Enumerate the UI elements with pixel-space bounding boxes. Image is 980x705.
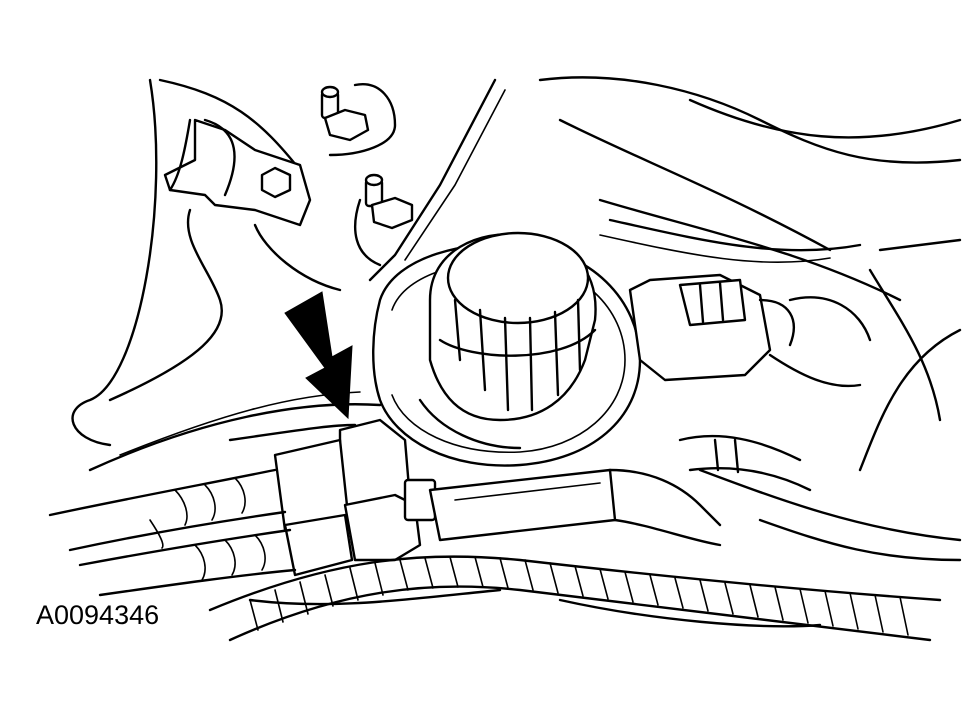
bolt-head-icon (260, 166, 292, 199)
plate-edge (368, 78, 497, 282)
figure-id-label: A0094346 (36, 600, 160, 630)
corrugated-conduit (208, 555, 942, 642)
pointer-arrow (284, 291, 353, 420)
mounting-bracket (163, 118, 342, 292)
background-body-lines (71, 76, 962, 628)
hoses-left (48, 468, 297, 597)
electrical-connector (628, 273, 872, 388)
studs (320, 83, 414, 267)
quick-connect-fittings (273, 418, 722, 577)
wire-harness-right (678, 434, 812, 492)
valve-assembly (372, 231, 642, 467)
